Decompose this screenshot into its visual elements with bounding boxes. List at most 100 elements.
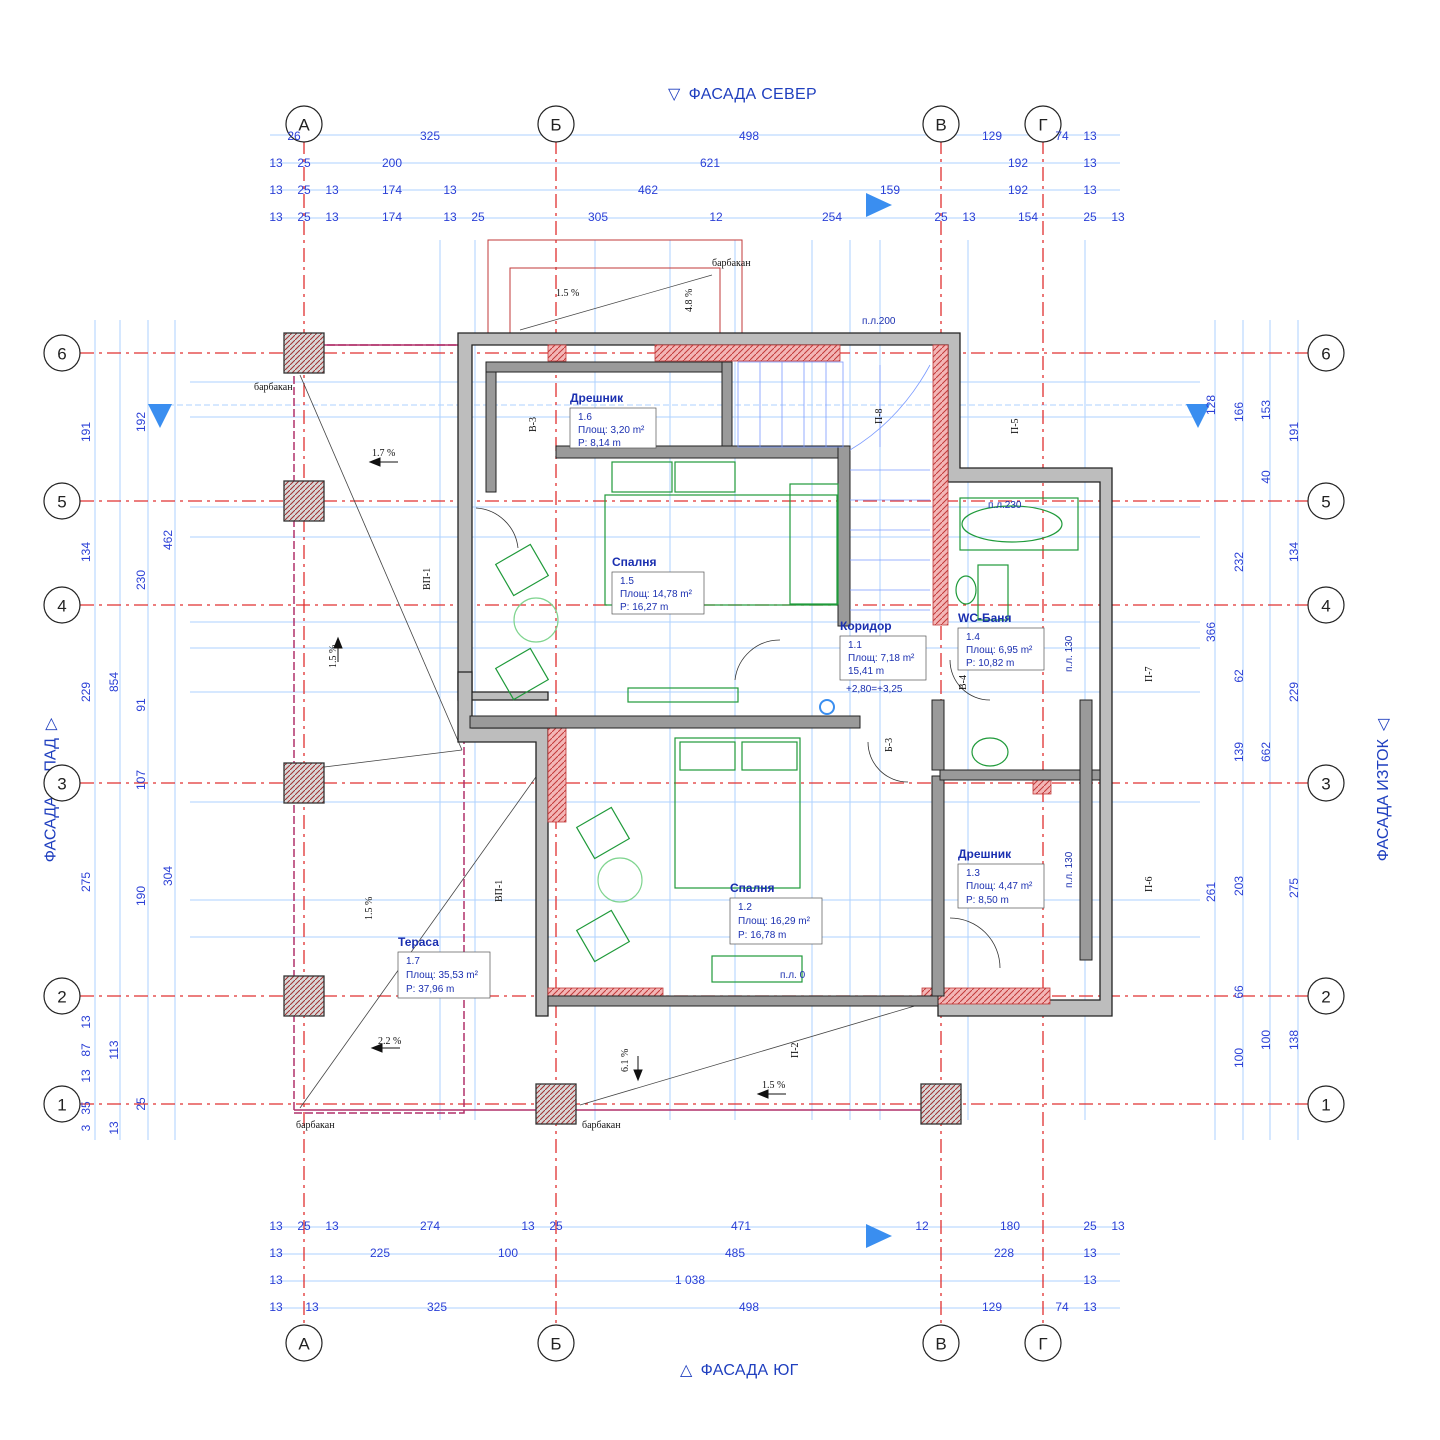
dim-text: 25 bbox=[297, 183, 311, 197]
dim-text: 621 bbox=[700, 156, 720, 170]
dim-text: 3 bbox=[79, 1124, 93, 1131]
crosshair-icon bbox=[819, 699, 835, 715]
dim-text: 25 bbox=[134, 1097, 148, 1111]
axis-bubbles bbox=[43, 105, 1345, 1362]
dim-text: 174 bbox=[382, 210, 402, 224]
dim-text: 25 bbox=[1083, 210, 1097, 224]
axis-label-row-1-right: 1 bbox=[1321, 1096, 1330, 1115]
room-stamp-terrace-17: Тераса 1.7 Площ: 35,53 m² P: 37,96 m bbox=[397, 935, 491, 999]
dim-text: 25 bbox=[934, 210, 948, 224]
dim-text: 13 bbox=[269, 1219, 283, 1233]
dim-text: 13 bbox=[79, 1015, 93, 1029]
right-dimensions: 191 134 229 275 138 100 128 166 153 40 2… bbox=[1204, 395, 1301, 1068]
slope-note: 1.5 % bbox=[328, 645, 339, 668]
dim-text: 13 bbox=[269, 210, 283, 224]
dim-text: 13 bbox=[269, 1300, 283, 1314]
opening-tag: П-5 bbox=[1010, 418, 1021, 434]
room-perimeter: P: 8,50 m bbox=[966, 895, 1009, 906]
room-name: Спалня bbox=[612, 555, 656, 569]
external-walls bbox=[457, 332, 1113, 1017]
dim-text: 485 bbox=[725, 1246, 745, 1260]
dim-text: 229 bbox=[1287, 682, 1301, 702]
opening-tag: В-3 bbox=[528, 417, 539, 432]
dim-text: 254 bbox=[822, 210, 842, 224]
dim-text: 66 bbox=[1232, 985, 1246, 999]
dim-text: 304 bbox=[161, 866, 175, 886]
dim-text: 13 bbox=[443, 210, 457, 224]
dim-text: 13 bbox=[107, 1121, 121, 1135]
dim-text: 13 bbox=[269, 183, 283, 197]
dim-text: 107 bbox=[134, 770, 148, 790]
room-stamp-corridor-11: Коридор 1.1 Площ: 7,18 m² 15,41 m +2,80=… bbox=[839, 619, 927, 695]
axis-label-row-3-right: 3 bbox=[1321, 775, 1330, 794]
dim-text: 138 bbox=[1287, 1030, 1301, 1050]
opening-tag: П-2 bbox=[790, 1042, 801, 1058]
axis-label-col-b-bottom: Б bbox=[550, 1335, 561, 1354]
dim-text: 25 bbox=[297, 210, 311, 224]
dim-text: 1 038 bbox=[675, 1273, 705, 1287]
dim-text: 225 bbox=[370, 1246, 390, 1260]
dim-text: 100 bbox=[1232, 1048, 1246, 1068]
dim-text: 134 bbox=[79, 542, 93, 562]
dim-text: 134 bbox=[1287, 542, 1301, 562]
room-perimeter: P: 16,78 m bbox=[738, 930, 786, 941]
dim-text: 180 bbox=[1000, 1219, 1020, 1233]
dim-text: 25 bbox=[471, 210, 485, 224]
dim-text: 13 bbox=[1083, 156, 1097, 170]
dim-text: 305 bbox=[588, 210, 608, 224]
room-stamp-bedroom-15: Спалня 1.5 Площ: 14,78 m² P: 16,27 m bbox=[611, 555, 705, 615]
dim-text: 13 bbox=[1083, 1300, 1097, 1314]
dim-text: 129 bbox=[982, 129, 1002, 143]
floor-level-note: п.л.200 bbox=[862, 316, 896, 327]
room-area: Площ: 3,20 m² bbox=[578, 425, 645, 436]
floor-level-note: п.л. 0 bbox=[780, 970, 806, 981]
facade-north-label: ▽ФАСАДА СЕВЕР bbox=[668, 86, 817, 103]
dim-text: 12 bbox=[709, 210, 723, 224]
door-swings bbox=[475, 507, 1001, 969]
room-perimeter: P: 8,14 m bbox=[578, 438, 621, 449]
axis-label-row-6-right: 6 bbox=[1321, 345, 1330, 364]
slope-note: 1.5 % bbox=[556, 288, 579, 299]
room-perimeter: P: 37,96 m bbox=[406, 984, 454, 995]
slope-note: 1.7 % bbox=[372, 448, 395, 459]
room-number: 1.7 bbox=[406, 956, 420, 967]
triangle-down-icon: ▽ bbox=[668, 86, 681, 103]
dim-text: 13 bbox=[79, 1069, 93, 1083]
axis-label-row-2-right: 2 bbox=[1321, 988, 1330, 1007]
opening-tag: П-8 bbox=[874, 408, 885, 424]
dim-text: 261 bbox=[1204, 882, 1218, 902]
dim-text: 25 bbox=[549, 1219, 563, 1233]
dim-text: 462 bbox=[161, 530, 175, 550]
room-number: 1.4 bbox=[966, 632, 980, 643]
dim-text: 25 bbox=[1083, 1219, 1097, 1233]
axis-lines bbox=[80, 140, 1308, 1330]
room-name: Дрешник bbox=[570, 391, 624, 405]
dim-text: 100 bbox=[1259, 1030, 1273, 1050]
dim-text: 228 bbox=[994, 1246, 1014, 1260]
dim-text: 191 bbox=[1287, 422, 1301, 442]
dim-text: 13 bbox=[1083, 183, 1097, 197]
room-stamp-bedroom-12: Спалня 1.2 Площ: 16,29 m² P: 16,78 m bbox=[729, 881, 823, 945]
dim-text: 232 bbox=[1232, 552, 1246, 572]
room-number: 1.5 bbox=[620, 576, 634, 587]
dim-text: 13 bbox=[1083, 1246, 1097, 1260]
dim-text: 13 bbox=[962, 210, 976, 224]
slope-note: 4.8 % bbox=[684, 289, 695, 312]
bottom-dimensions: 13 25 13 274 13 25 471 12 180 25 13 13 2… bbox=[269, 1219, 1125, 1314]
floor-level-note: п.л.230 bbox=[988, 500, 1022, 511]
facade-south-label: △ФАСАДА ЮГ bbox=[680, 1362, 799, 1379]
dim-text: 139 bbox=[1232, 742, 1246, 762]
top-dimensions: 26 325 498 129 74 13 13 25 200 621 192 1… bbox=[269, 129, 1125, 224]
opening-tag: ВП-1 bbox=[422, 568, 433, 590]
axis-label-row-4-right: 4 bbox=[1321, 597, 1330, 616]
dim-text: 13 bbox=[269, 156, 283, 170]
dim-text: 191 bbox=[79, 422, 93, 442]
dim-text: 13 bbox=[521, 1219, 535, 1233]
dim-text: 203 bbox=[1232, 876, 1246, 896]
slope-note: 2.2 % bbox=[378, 1036, 401, 1047]
room-area: Площ: 35,53 m² bbox=[406, 970, 479, 981]
axis-label-row-1-left: 1 bbox=[57, 1096, 66, 1115]
axis-label-col-v-bottom: В bbox=[935, 1335, 946, 1354]
dim-text: 40 bbox=[1259, 470, 1273, 484]
section-arrow-icon bbox=[866, 1224, 892, 1248]
